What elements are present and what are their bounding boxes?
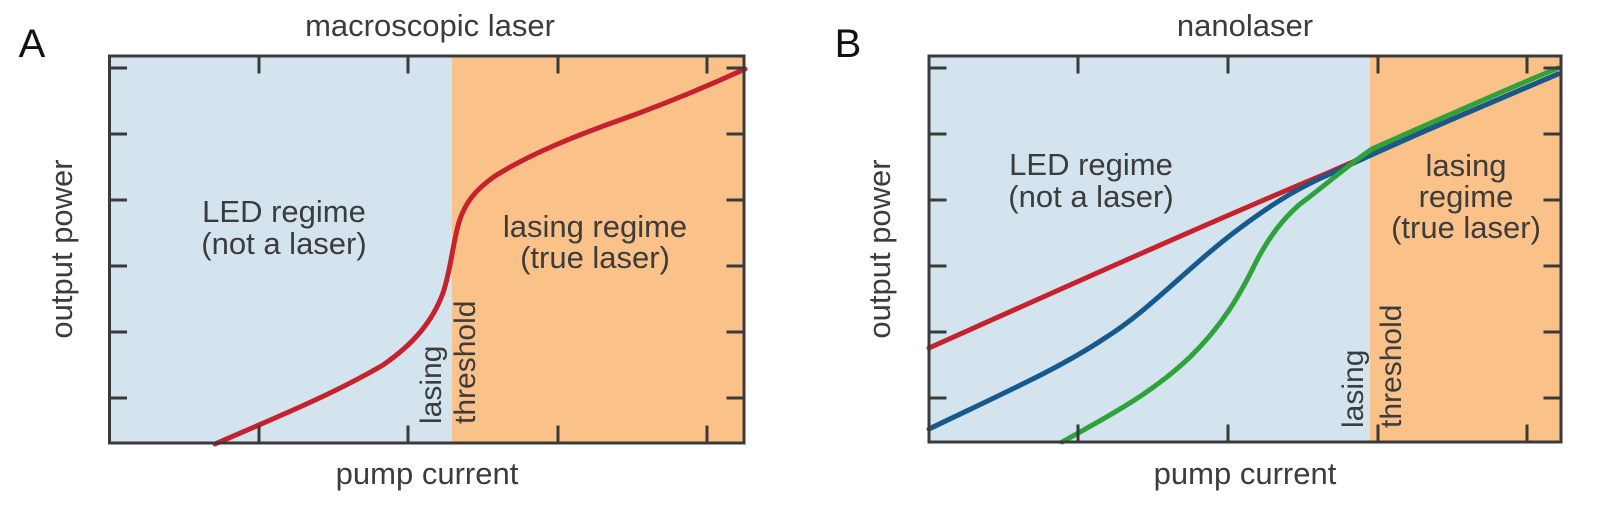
- panel-a-ticks: [111, 57, 743, 442]
- panel-b-axes-frame: [927, 54, 1563, 444]
- panel-b-green-curve: [1059, 65, 1561, 445]
- panel-b: B nanolaser output power pump current LE…: [835, 8, 1563, 491]
- panel-a-lasing-label-line2: (true laser): [520, 240, 670, 275]
- panel-b-led-label-line1: LED regime: [1009, 147, 1173, 182]
- panel-b-lasing-label-line1: lasing: [1426, 148, 1507, 183]
- panel-b-threshold-label-threshold: threshold: [1375, 305, 1408, 428]
- panel-b-letter: B: [835, 22, 862, 66]
- panel-b-lasing-label-line3: (true laser): [1391, 210, 1541, 245]
- panel-b-led-label-line2: (not a laser): [1008, 179, 1173, 214]
- panel-b-lasing-label-line2: regime: [1419, 179, 1514, 214]
- panel-a: A macroscopic laser output power pump cu…: [19, 8, 748, 491]
- panel-a-led-region: [109, 56, 452, 443]
- panel-a-title: macroscopic laser: [305, 8, 555, 43]
- panel-b-ticks: [930, 57, 1560, 441]
- panel-a-lasing-label-line1: lasing regime: [503, 209, 687, 244]
- panel-b-title: nanolaser: [1177, 8, 1313, 43]
- panel-a-threshold-label-threshold: threshold: [449, 301, 482, 424]
- panel-a-led-label-line1: LED regime: [202, 194, 366, 229]
- panel-a-threshold-label-lasing: lasing: [415, 346, 448, 424]
- panel-b-lasing-region: [1370, 56, 1561, 442]
- panel-b-blue-curve: [926, 71, 1561, 432]
- panel-b-y-axis-label: output power: [862, 159, 897, 338]
- panel-b-x-axis-label: pump current: [1154, 456, 1337, 491]
- panel-b-threshold-label-lasing: lasing: [1337, 350, 1370, 428]
- panel-a-x-axis-label: pump current: [336, 456, 519, 491]
- panel-a-lasing-region: [452, 56, 744, 443]
- panel-a-led-label-line2: (not a laser): [201, 226, 366, 261]
- panel-a-y-axis-label: output power: [44, 159, 79, 338]
- panel-a-axes-frame: [108, 54, 746, 445]
- panel-a-letter: A: [19, 22, 46, 66]
- panel-a-red-curve: [212, 66, 748, 447]
